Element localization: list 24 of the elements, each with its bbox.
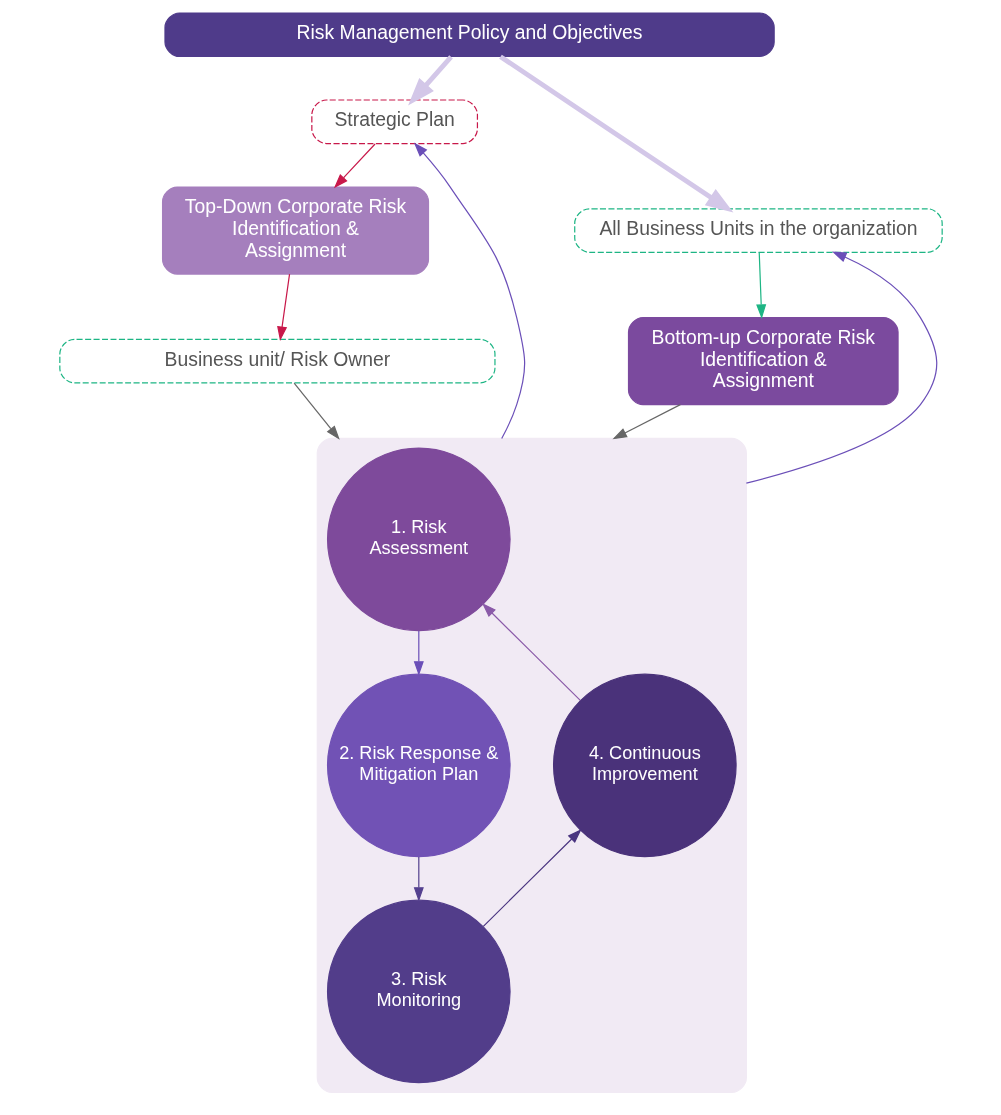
arrow bbox=[413, 142, 525, 440]
node-box: Business unit/ Risk Owner bbox=[58, 338, 496, 384]
arrow bbox=[413, 630, 424, 676]
arrow bbox=[333, 143, 376, 189]
cluster bbox=[316, 437, 747, 1093]
node-circle: 4. Continuous Improvement bbox=[552, 673, 737, 858]
node-box: Top-Down Corporate Risk Identification & Assignment bbox=[161, 186, 429, 275]
arrow bbox=[407, 55, 453, 106]
node-box: Strategic Plan bbox=[310, 99, 478, 145]
node-circle: 3. Risk Monitoring bbox=[326, 899, 511, 1084]
node-box: Risk Management Policy and Objectives bbox=[163, 12, 775, 58]
arrow bbox=[481, 603, 581, 701]
arrow bbox=[276, 273, 290, 341]
arrow bbox=[612, 404, 681, 440]
node-circle: 2. Risk Response & Mitigation Plan bbox=[326, 673, 511, 858]
node-circle: 1. Risk Assessment bbox=[326, 447, 511, 632]
arrow bbox=[755, 251, 766, 319]
arrow bbox=[293, 382, 340, 440]
node-box: Bottom-up Corporate Risk Identification & Assignment bbox=[627, 316, 899, 406]
arrow bbox=[482, 829, 582, 927]
arrow bbox=[745, 251, 937, 484]
node-box: All Business Units in the organization bbox=[573, 208, 943, 253]
arrow bbox=[498, 54, 733, 213]
arrow bbox=[413, 856, 424, 902]
